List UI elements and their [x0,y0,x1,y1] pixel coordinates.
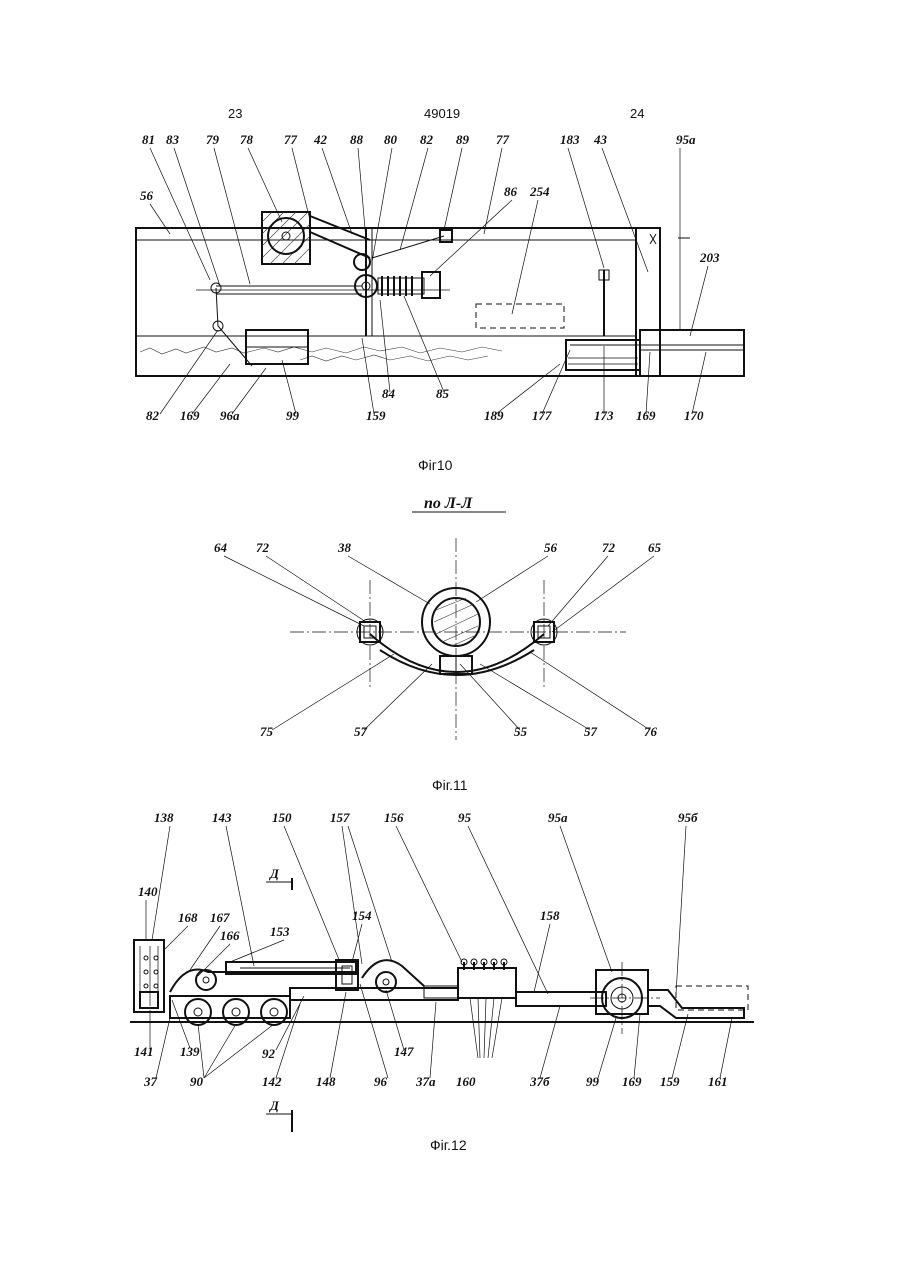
fig10-label: 83 [166,132,180,147]
fig11-section-title: по Л-Л [424,495,473,512]
figure-11: по Л-Л 64 72 38 56 72 65 75 57 55 57 76 [214,495,662,793]
fig12-label: 153 [270,924,290,939]
fig12-section-mark-bottom: Д [269,1098,280,1113]
fig12-label: 161 [708,1074,728,1089]
fig10-label: 80 [384,132,398,147]
fig12-label: 167 [210,910,230,925]
fig11-label: 72 [256,540,270,555]
fig10-label: 78 [240,132,254,147]
fig11-label: 72 [602,540,616,555]
fig10-label: 183 [560,132,580,147]
fig10-label: 170 [684,408,704,423]
fig12-label: 95а [548,810,568,825]
fig12-label: 138 [154,810,174,825]
fig12-label: 37б [529,1074,550,1089]
fig10-label: 203 [699,250,720,265]
fig12-label: 140 [138,884,158,899]
fig12-label: 148 [316,1074,336,1089]
fig11-caption: Фіг.11 [432,777,468,793]
fig11-label: 57 [584,724,598,739]
page-number-right: 24 [630,106,644,121]
fig12-label: 166 [220,928,240,943]
fig12-label: 90 [190,1074,204,1089]
fig10-label: 77 [284,132,298,147]
page-number-left: 23 [228,106,242,121]
fig12-label: 169 [622,1074,642,1089]
fig12-label: 92 [262,1046,276,1061]
fig12-label: 156 [384,810,404,825]
fig10-label: 84 [382,386,396,401]
fig10-label: 254 [529,184,550,199]
fig10-label: 88 [350,132,364,147]
fig10-label: 42 [313,132,328,147]
fig12-caption: Фіг.12 [430,1137,467,1153]
fig12-label: 95 [458,810,472,825]
fig11-label: 56 [544,540,558,555]
fig11-label: 64 [214,540,228,555]
fig12-label: 96 [374,1074,388,1089]
fig12-label: 37 [143,1074,158,1089]
fig12-section-mark-top: Д [269,866,280,881]
fig10-label: 89 [456,132,470,147]
fig10-label: 169 [180,408,200,423]
fig11-label: 57 [354,724,368,739]
fig12-label: 168 [178,910,198,925]
fig10-label: 177 [532,408,552,423]
figure-10: 81 83 79 78 77 42 88 80 82 89 77 183 43 … [136,132,744,473]
fig10-caption: Фіг10 [418,457,453,473]
fig12-label: 158 [540,908,560,923]
fig12-label: 37а [415,1074,436,1089]
fig12-label: 159 [660,1074,680,1089]
fig12-label: 139 [180,1044,200,1059]
fig12-label: 150 [272,810,292,825]
fig10-label: 86 [504,184,518,199]
fig11-label: 75 [260,724,274,739]
fig10-label: 81 [142,132,155,147]
fig12-label: 141 [134,1044,154,1059]
patent-number: 49019 [424,106,460,121]
fig10-label: 159 [366,408,386,423]
fig11-label: 65 [648,540,662,555]
fig11-label: 55 [514,724,528,739]
fig10-label: 56 [140,188,154,203]
fig12-label: 95б [678,810,698,825]
fig12-label: 142 [262,1074,282,1089]
fig10-label: 96а [220,408,240,423]
fig10-label: 82 [420,132,434,147]
figure-12: Д Д 138 143 150 157 156 95 95а 95б 140 1… [130,810,754,1153]
fig11-label: 76 [644,724,658,739]
fig10-label: 43 [593,132,608,147]
fig10-label: 99 [286,408,300,423]
fig12-label: 157 [330,810,350,825]
fig10-label: 79 [206,132,220,147]
fig10-label: 77 [496,132,510,147]
fig12-label: 99 [586,1074,600,1089]
fig12-label: 160 [456,1074,476,1089]
fig10-label: 95а [676,132,696,147]
fig10-label: 82 [146,408,160,423]
fig11-label: 38 [337,540,352,555]
fig12-label: 143 [212,810,232,825]
fig12-label: 147 [394,1044,414,1059]
